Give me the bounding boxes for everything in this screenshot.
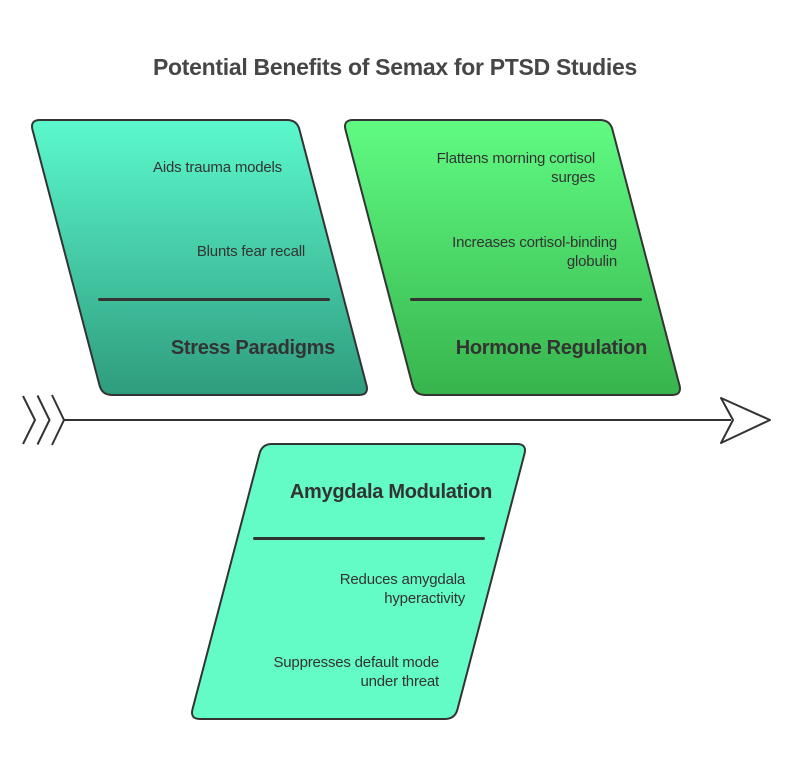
stress-paradigms-separator (98, 298, 330, 301)
amygdala-modulation-card-shape (191, 443, 526, 720)
amygdala-modulation-item-1: Reduces amygdala hyperactivity (339, 571, 465, 607)
hormone-regulation-card-shape (344, 119, 681, 396)
amygdala-modulation-label: Amygdala Modulation (289, 481, 492, 503)
axis-arrowhead-icon (720, 397, 771, 444)
stress-paradigms-card-shape (31, 119, 368, 396)
hormone-regulation-item-2: Increases cortisol-binding globulin (452, 234, 617, 270)
diagram-title: Potential Benefits of Semax for PTSD Stu… (153, 54, 637, 80)
stress-paradigms-label: Stress Paradigms (170, 337, 335, 359)
hormone-regulation-separator (410, 298, 642, 301)
hormone-regulation-item-1: Flattens morning cortisol surges (436, 150, 596, 186)
amygdala-modulation-separator (253, 537, 485, 540)
axis-fletching-icon (22, 394, 66, 446)
stress-paradigms-item-1: Aids trauma models (153, 159, 282, 176)
hormone-regulation-label: Hormone Regulation (455, 337, 648, 359)
stress-paradigms-item-2: Blunts fear recall (196, 243, 305, 260)
amygdala-modulation-item-2: Suppresses default mode under threat (273, 654, 439, 690)
